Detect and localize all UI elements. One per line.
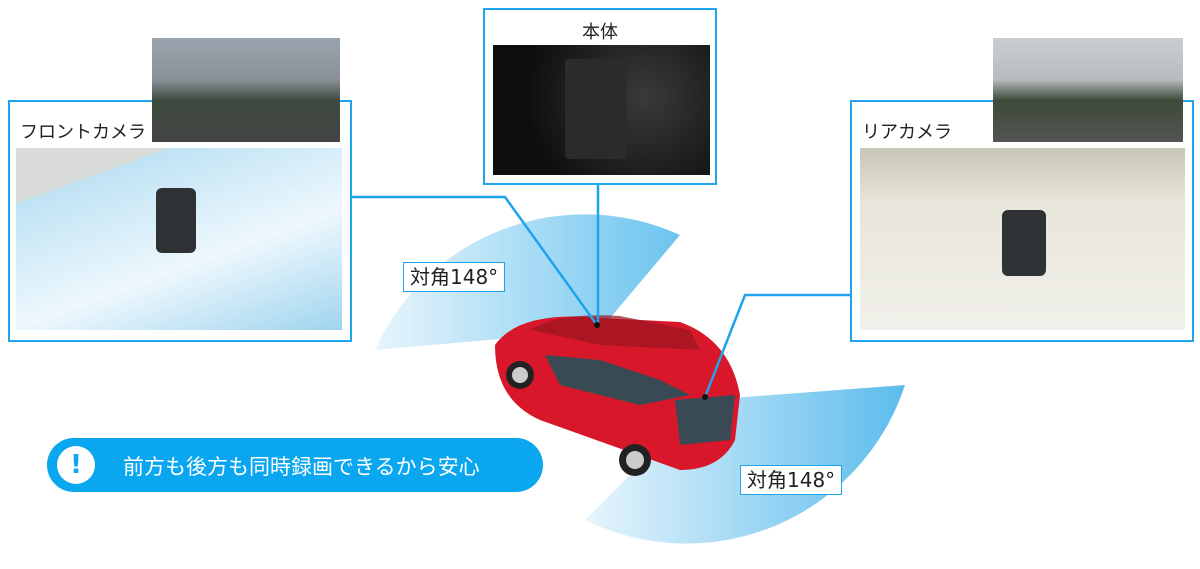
notice-text: 前方も後方も同時録画できるから安心 [123,455,480,479]
red-car-illustration [495,315,740,476]
rear-recording-thumbnail [993,38,1183,142]
front-camera-label: フロントカメラ [20,122,146,143]
rear-camera-device [1002,210,1046,276]
main-unit-photo [493,45,710,175]
main-unit-device [565,59,627,159]
rear-camera-photo [860,148,1185,330]
front-fov-label: 対角148° [403,262,506,292]
rear-fov-wedge [585,385,905,544]
exclamation-icon: ! [57,446,95,484]
notice-banner: ! 前方も後方も同時録画できるから安心 [47,438,543,492]
front-camera-device [156,188,196,253]
connector-lines [350,183,850,398]
front-camera-photo [16,148,342,330]
rear-camera-label: リアカメラ [862,122,952,143]
rear-fov-label: 対角148° [740,465,843,495]
main-unit-label: 本体 [582,22,618,43]
front-recording-thumbnail [152,38,340,142]
